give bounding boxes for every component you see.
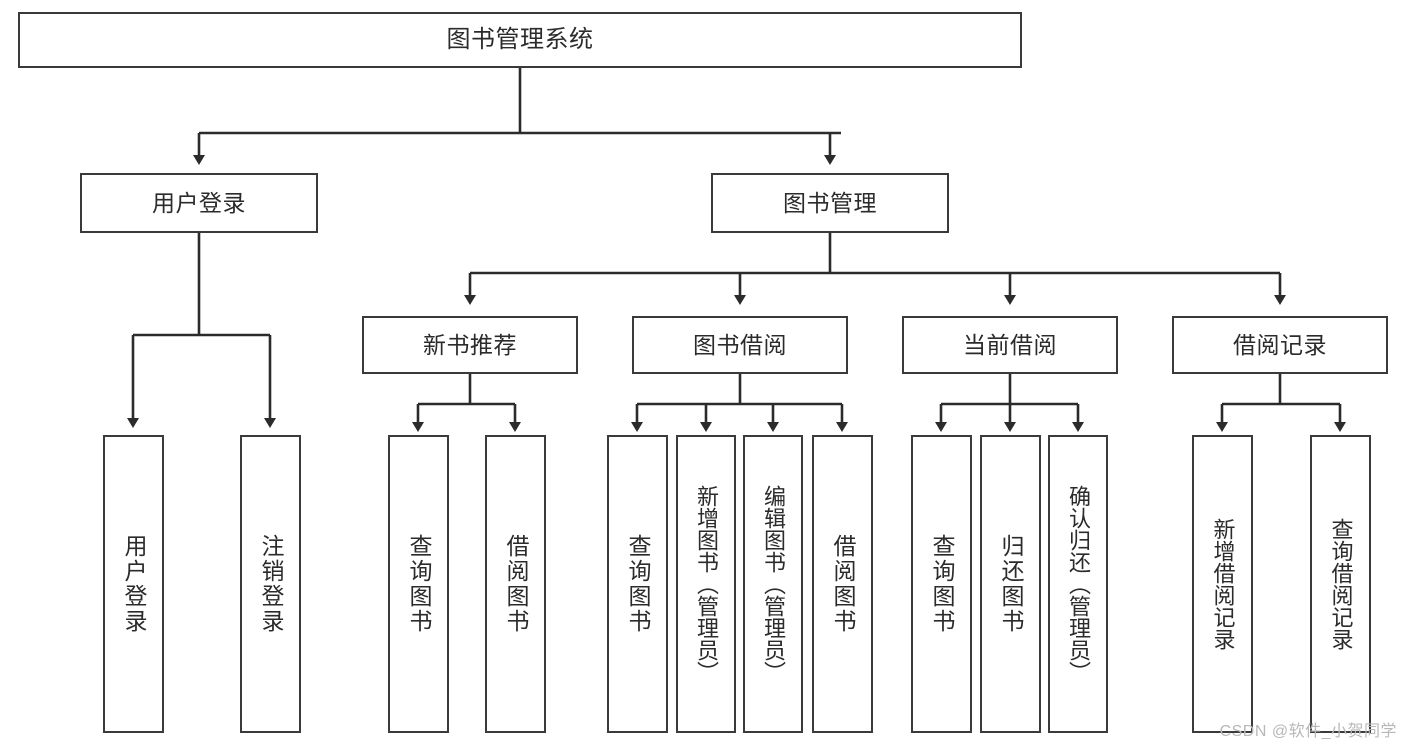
node-leaf-add-record-label: 新增借阅记录 (1210, 518, 1236, 650)
node-user-login[interactable]: 用户登录 (80, 173, 318, 233)
node-leaf-query-book-3[interactable]: 查询图书 (911, 435, 972, 733)
node-current-borrow[interactable]: 当前借阅 (902, 316, 1118, 374)
node-leaf-add-book-label: 新增图书（管理员） (694, 485, 719, 683)
node-leaf-logout-label: 注销登录 (258, 534, 284, 634)
node-leaf-return-book-label: 归还图书 (998, 534, 1024, 634)
node-leaf-query-book-1-label: 查询图书 (406, 534, 432, 634)
node-leaf-logout[interactable]: 注销登录 (240, 435, 301, 733)
node-current-borrow-label: 当前借阅 (963, 331, 1057, 358)
node-leaf-borrow-book-2[interactable]: 借阅图书 (812, 435, 873, 733)
node-leaf-query-record[interactable]: 查询借阅记录 (1310, 435, 1371, 733)
node-leaf-borrow-book-1[interactable]: 借阅图书 (485, 435, 546, 733)
node-leaf-borrow-book-1-label: 借阅图书 (503, 534, 529, 634)
node-borrow-record[interactable]: 借阅记录 (1172, 316, 1388, 374)
node-new-book-recommend-label: 新书推荐 (423, 331, 517, 358)
node-leaf-add-book[interactable]: 新增图书（管理员） (676, 435, 736, 733)
node-leaf-confirm-return[interactable]: 确认归还（管理员） (1048, 435, 1108, 733)
node-book-management[interactable]: 图书管理 (711, 173, 949, 233)
node-leaf-query-book-1[interactable]: 查询图书 (388, 435, 449, 733)
node-leaf-return-book[interactable]: 归还图书 (980, 435, 1041, 733)
node-leaf-borrow-book-2-label: 借阅图书 (830, 534, 856, 634)
node-leaf-edit-book-label: 编辑图书（管理员） (761, 485, 786, 683)
node-leaf-confirm-return-label: 确认归还（管理员） (1066, 485, 1091, 683)
node-leaf-add-record[interactable]: 新增借阅记录 (1192, 435, 1253, 733)
node-leaf-edit-book[interactable]: 编辑图书（管理员） (743, 435, 803, 733)
node-book-borrow-label: 图书借阅 (693, 331, 787, 358)
node-leaf-query-book-2-label: 查询图书 (625, 534, 651, 634)
node-leaf-query-book-3-label: 查询图书 (929, 534, 955, 634)
node-book-management-label: 图书管理 (783, 189, 877, 216)
node-leaf-user-login[interactable]: 用户登录 (103, 435, 164, 733)
node-borrow-record-label: 借阅记录 (1233, 331, 1327, 358)
csdn-watermark: CSDN @软件_小贺同学 (1219, 723, 1397, 740)
node-user-login-label: 用户登录 (152, 189, 246, 216)
node-root-system[interactable]: 图书管理系统 (18, 12, 1022, 68)
node-leaf-user-login-label: 用户登录 (121, 534, 147, 634)
node-leaf-query-record-label: 查询借阅记录 (1328, 518, 1354, 650)
node-leaf-query-book-2[interactable]: 查询图书 (607, 435, 668, 733)
node-new-book-recommend[interactable]: 新书推荐 (362, 316, 578, 374)
node-book-borrow[interactable]: 图书借阅 (632, 316, 848, 374)
node-root-system-label: 图书管理系统 (446, 26, 594, 54)
